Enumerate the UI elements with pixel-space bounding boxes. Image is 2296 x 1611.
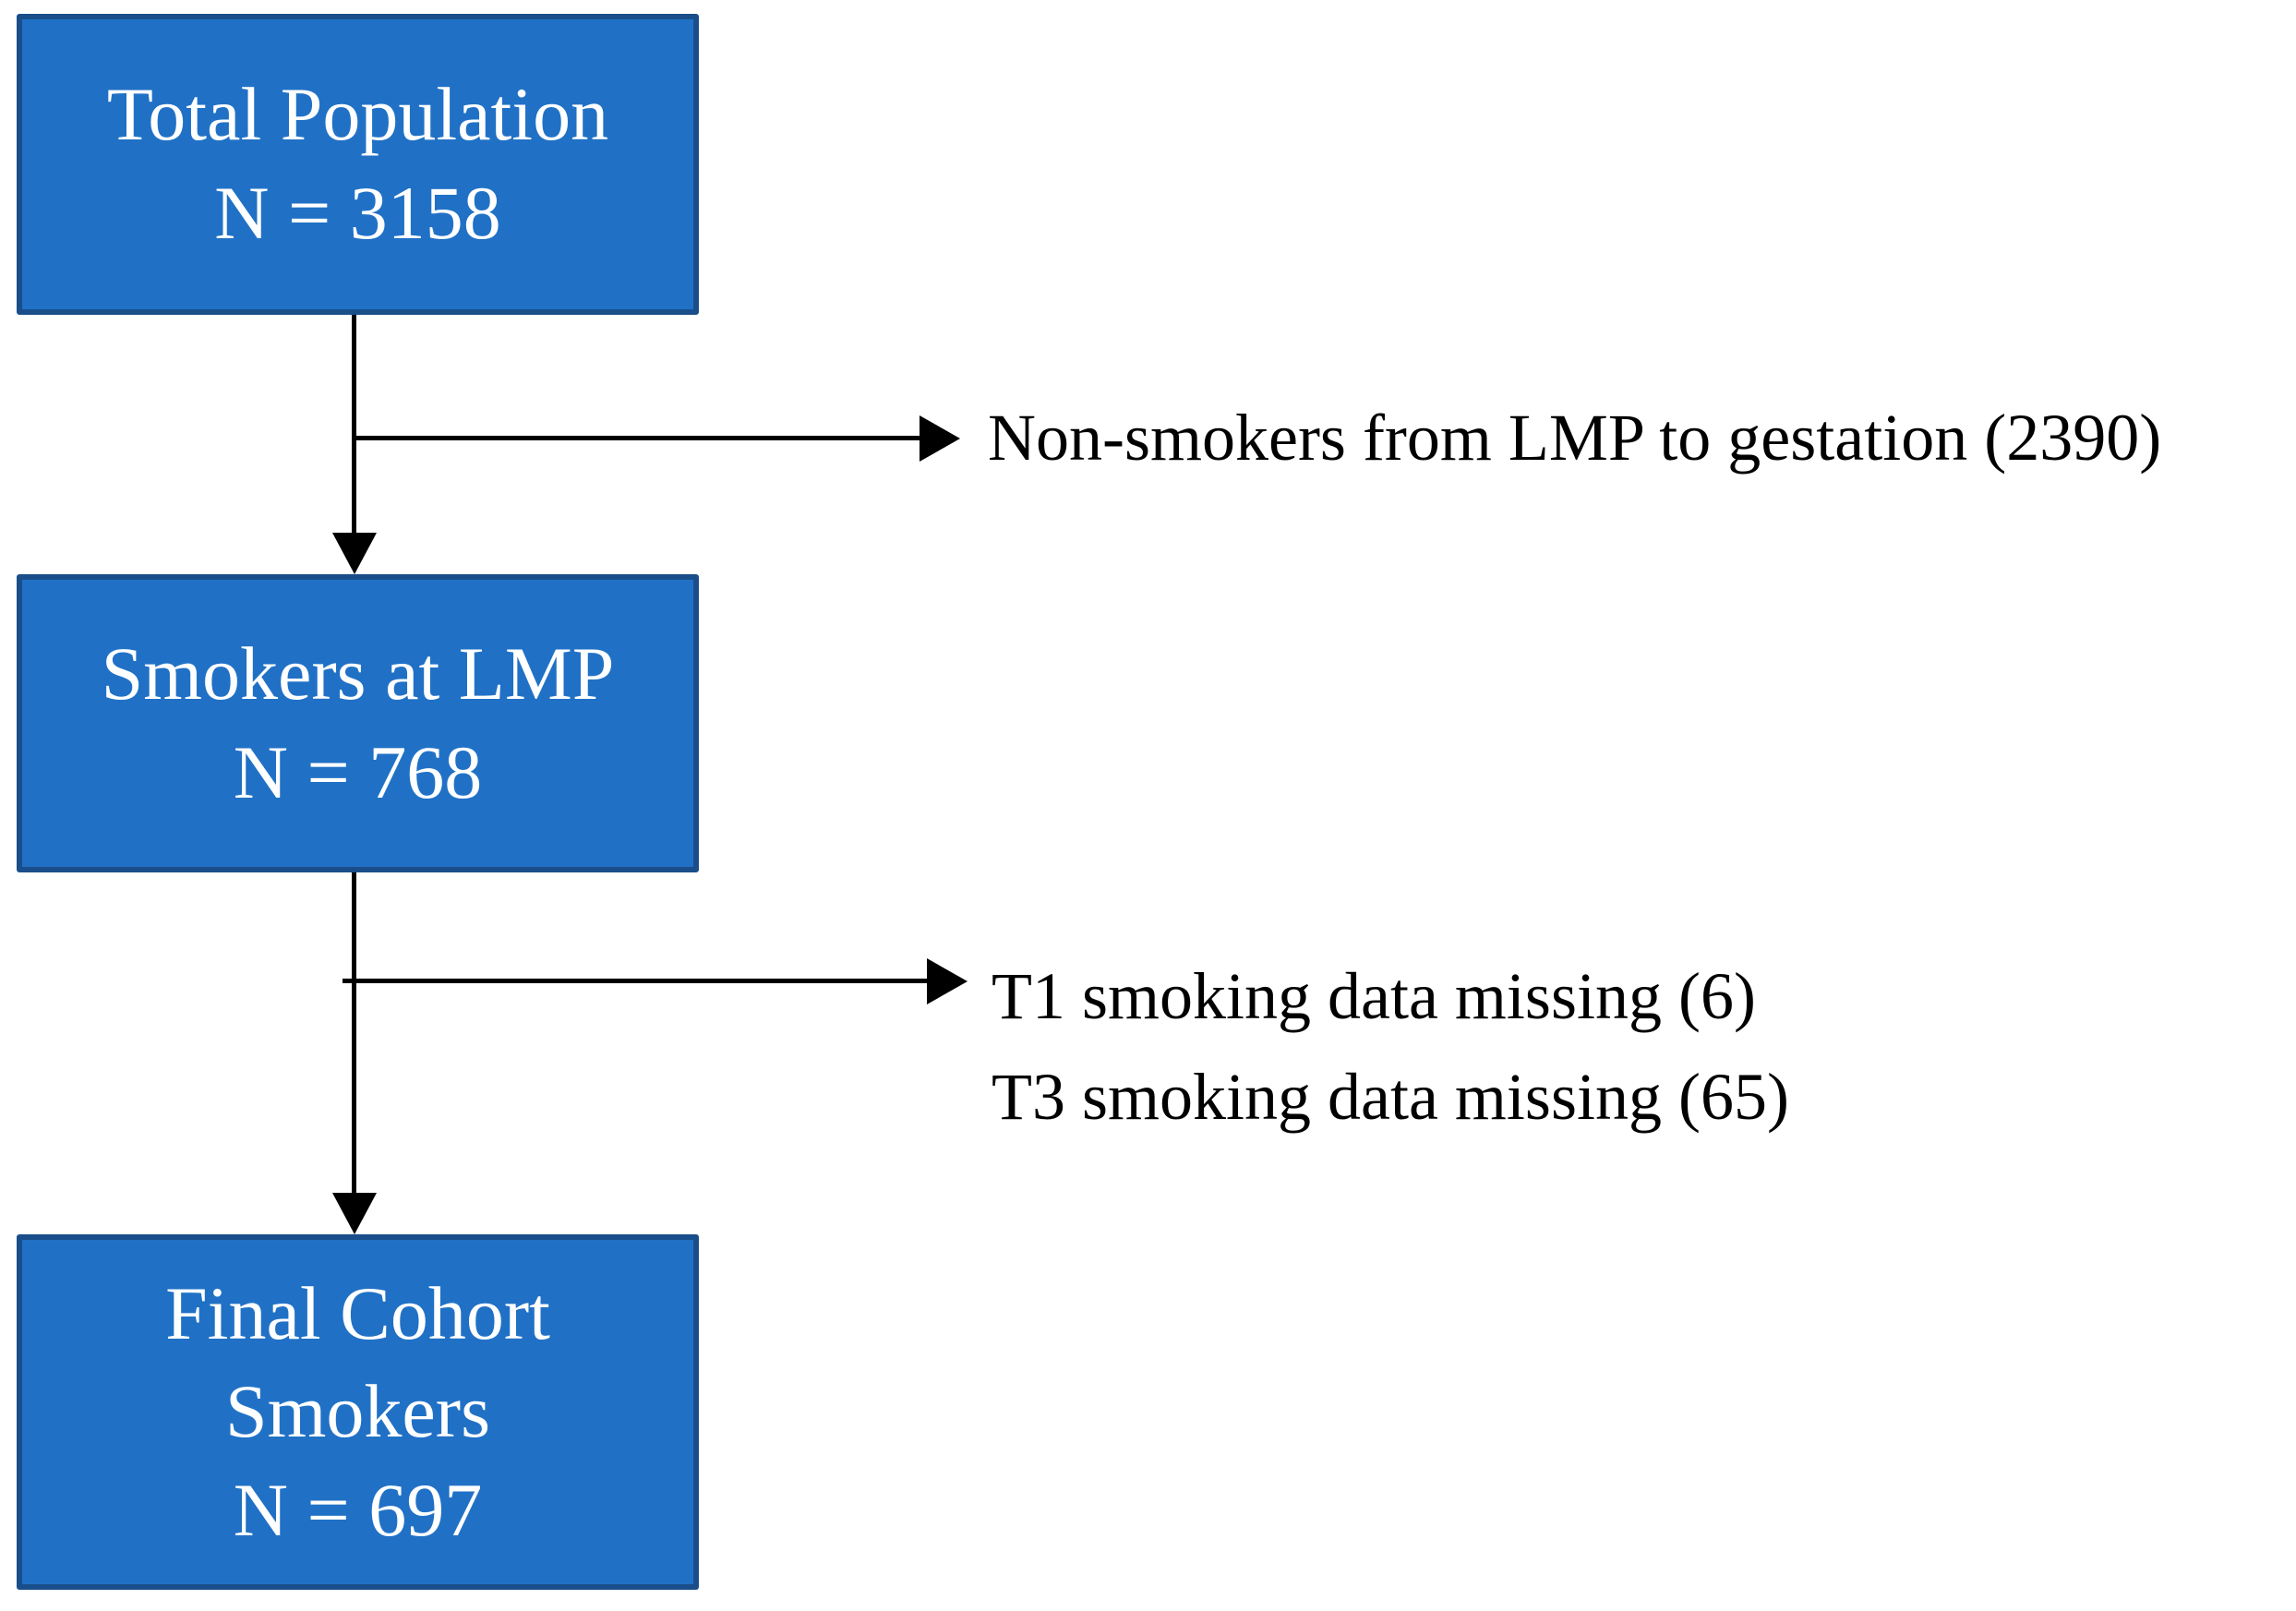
exclusion-label-t1-missing: T1 smoking data missing (6) — [992, 959, 1756, 1033]
exclusion-label-non-smokers: Non-smokers from LMP to gestation (2390) — [988, 401, 2162, 475]
box-final-cohort-title: Final Cohort — [165, 1270, 550, 1355]
connector-line-vertical-1 — [352, 315, 356, 535]
right-arrowhead-icon — [927, 958, 968, 1004]
box-final-cohort-subtitle: Smokers — [225, 1369, 490, 1454]
right-arrowhead-icon — [920, 415, 960, 462]
exclusion-label-t3-missing: T3 smoking data missing (65) — [992, 1060, 1789, 1134]
connector-line-vertical-2 — [352, 872, 356, 1195]
down-arrowhead-icon — [332, 1193, 377, 1234]
box-final-cohort-count: N = 697 — [233, 1467, 483, 1552]
box-total-population-count: N = 3158 — [214, 171, 501, 255]
exclusion-line-2 — [343, 979, 929, 983]
box-total-population-title: Total Population — [106, 72, 609, 157]
box-smokers-at-lmp-count: N = 768 — [233, 729, 483, 814]
exclusion-line-1 — [356, 436, 921, 440]
box-smokers-at-lmp-title: Smokers at LMP — [101, 631, 615, 715]
box-smokers-at-lmp: Smokers at LMP N = 768 — [17, 574, 699, 872]
down-arrowhead-icon — [332, 533, 377, 574]
box-total-population: Total Population N = 3158 — [17, 14, 699, 315]
box-final-cohort: Final Cohort Smokers N = 697 — [17, 1234, 699, 1590]
